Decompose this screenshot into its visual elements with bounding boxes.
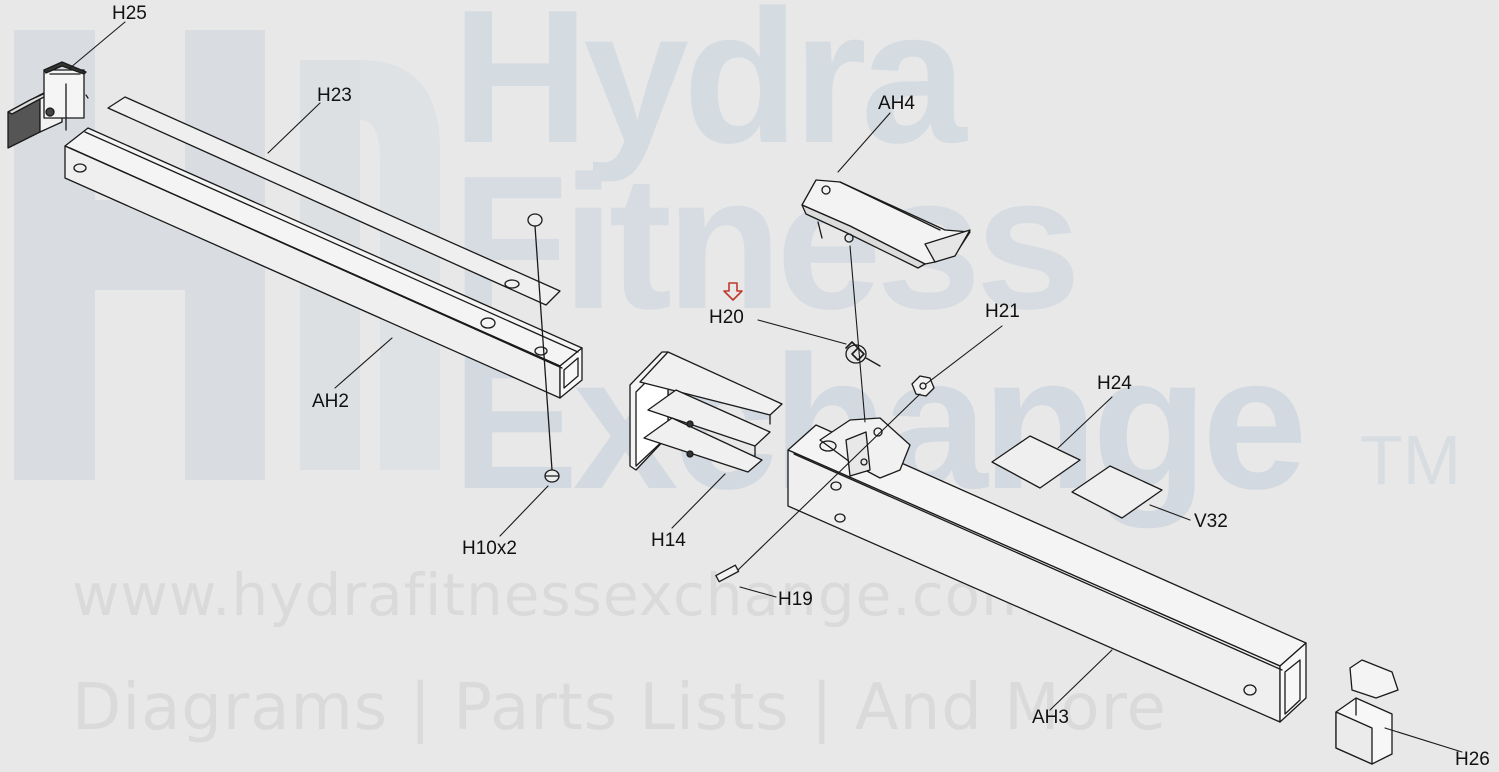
label-h19: H19: [778, 589, 813, 610]
part-h26-end-cap: [1336, 660, 1398, 764]
part-ah4-lever: [802, 180, 970, 268]
label-h25: H25: [112, 3, 147, 24]
label-ah2: AH2: [312, 391, 349, 412]
part-h25-end-cap: [8, 62, 88, 148]
label-h24: H24: [1097, 373, 1132, 394]
label-h23: H23: [317, 85, 352, 106]
part-h14-insert: [630, 352, 782, 472]
leader-lines: [69, 21, 1463, 753]
part-h24-decal: [992, 436, 1080, 488]
label-h14: H14: [651, 530, 686, 551]
label-h20: H20: [709, 307, 744, 328]
part-ah2-tube: [65, 128, 582, 398]
label-h10: H10x2: [462, 538, 517, 559]
part-v32-decal: [1072, 466, 1162, 518]
label-h26: H26: [1455, 749, 1490, 770]
label-v32: V32: [1194, 511, 1228, 532]
label-ah3: AH3: [1032, 707, 1069, 728]
label-h21: H21: [985, 301, 1020, 322]
part-h19-pin: [716, 565, 739, 582]
part-h10-bolts: [528, 214, 559, 482]
part-h20-spring: [846, 342, 880, 366]
label-ah4: AH4: [878, 93, 915, 114]
part-ah3-tube: [788, 418, 1306, 722]
h20-highlight-arrow: [723, 282, 743, 301]
part-h21-nut: [912, 376, 934, 396]
part-h23-strip: [108, 97, 560, 305]
